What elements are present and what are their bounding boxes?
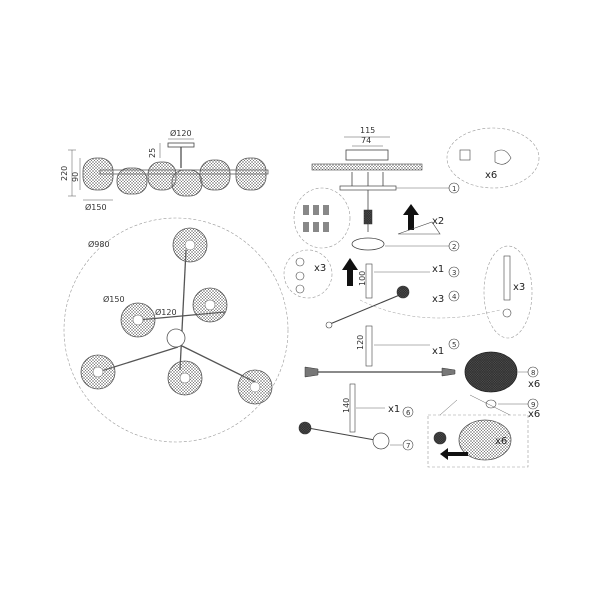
dim-height-total: 220 xyxy=(60,166,69,181)
step-4: 4 xyxy=(452,293,457,301)
step-6: 6 xyxy=(406,409,411,417)
qty-side-rod: x3 xyxy=(513,282,525,293)
dim-top-canopy: Ø120 xyxy=(155,307,177,317)
dim-overall: Ø980 xyxy=(88,239,110,249)
top-view: Ø980 Ø150 Ø120 xyxy=(63,217,289,443)
top-shades xyxy=(80,227,273,405)
rod-120-label: 120 xyxy=(356,335,365,350)
side-view: Ø120 25 220 90 Ø150 xyxy=(60,128,269,212)
assembly-view: 115 74 1 x6 x2 xyxy=(283,126,540,468)
step-1: 1 xyxy=(452,185,456,193)
step-9: 9 xyxy=(531,401,535,409)
qty-nuts: x3 xyxy=(314,263,326,274)
step-2: 2 xyxy=(452,243,456,251)
dim-top-shade: Ø150 xyxy=(103,294,125,304)
dim-top-diameter: Ø120 xyxy=(170,128,192,138)
qty-arm-4: x3 xyxy=(432,294,444,305)
rod-100-label: 100 xyxy=(358,271,367,286)
dim-bracket-inner: 74 xyxy=(361,136,371,145)
step-5: 5 xyxy=(452,341,456,349)
qty-shade-inset: x6 xyxy=(495,436,507,447)
qty-rod-3: x1 xyxy=(432,264,444,275)
qty-rod-6: x1 xyxy=(388,404,400,415)
qty-shade-8: x6 xyxy=(528,379,540,390)
side-shade-row xyxy=(82,157,267,197)
qty-bulbs: x6 xyxy=(485,170,497,181)
step-3: 3 xyxy=(452,269,456,277)
dim-stem: 25 xyxy=(148,148,157,158)
dim-shade-diameter: Ø150 xyxy=(85,202,107,212)
rod-140-label: 140 xyxy=(342,398,351,413)
qty-rod-5: x1 xyxy=(432,346,444,357)
qty-ring-9: x6 xyxy=(528,409,540,420)
step-8: 8 xyxy=(531,369,535,377)
dim-bracket-outer: 115 xyxy=(360,126,375,135)
qty-screws: x2 xyxy=(432,216,444,227)
dim-height-shade: 90 xyxy=(71,172,80,182)
step-7: 7 xyxy=(406,442,410,450)
